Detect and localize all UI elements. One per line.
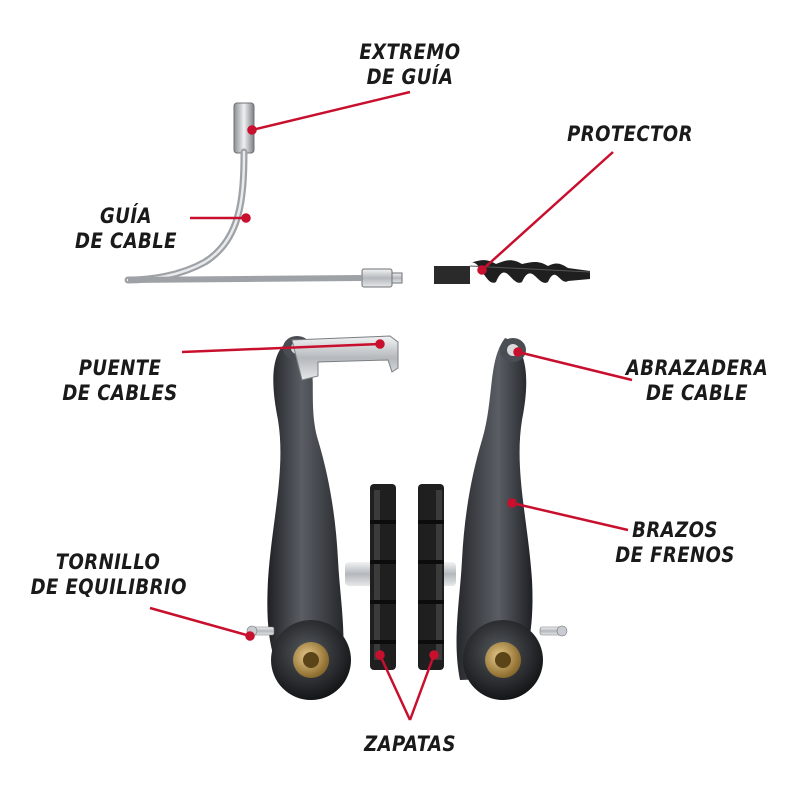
leader-puente-cables [181,342,381,354]
label-puente-cables-line2: DE CABLES [62,381,178,405]
label-zapatas: ZAPATAS [350,732,470,757]
label-abrazadera-cable: ABRAZADERA DE CABLE [624,356,770,406]
leader-brazos-frenos [511,501,629,532]
leader-zapatas-left [378,654,412,721]
label-brazos-frenos: BRAZOS DE FRENOS [611,518,740,568]
label-tornillo-equilibrio-line2: DE EQUILIBRIO [30,575,187,599]
label-brazos-frenos-line2: DE FRENOS [615,543,735,567]
label-extremo-guia-line2: DE GUÍA [366,65,454,89]
label-tornillo-equilibrio: TORNILLO DE EQUILIBRIO [30,550,187,600]
label-extremo-guia: EXTREMO DE GUÍA [354,40,466,90]
leader-tornillo-equilibrio [149,606,251,638]
label-zapatas-line1: ZAPATAS [364,732,456,756]
protector-boot [434,260,591,284]
leader-zapatas-right [408,654,436,721]
label-guia-cable: GUÍA DE CABLE [71,204,181,254]
label-tornillo-equilibrio-line1: TORNILLO [55,550,161,574]
label-puente-cables: PUENTE DE CABLES [60,356,180,406]
label-brazos-frenos-line1: BRAZOS [632,518,718,542]
label-guia-cable-line2: DE CABLE [75,229,177,253]
label-abrazadera-cable-line1: ABRAZADERA [625,356,769,380]
guide-tip-fitting [361,268,393,288]
leader-extremo-guia [251,90,411,132]
right-tension-screw [539,625,568,637]
cable-guide-noodle [124,102,403,288]
right-pivot-boss [463,620,543,700]
leader-abrazadera-cable [517,350,633,382]
label-protector: PROTECTOR [566,122,695,147]
brake-pads [345,484,456,670]
label-protector-line1: PROTECTOR [567,122,693,146]
label-abrazadera-cable-line2: DE CABLE [646,381,748,405]
leader-lines [149,90,633,721]
label-puente-cables-line1: PUENTE [78,356,162,380]
label-extremo-guia-line1: EXTREMO [359,40,461,64]
left-tension-screw [246,625,275,637]
left-pivot-boss [271,620,351,700]
leader-protector [481,151,614,271]
label-guia-cable-line1: GUÍA [100,204,152,228]
